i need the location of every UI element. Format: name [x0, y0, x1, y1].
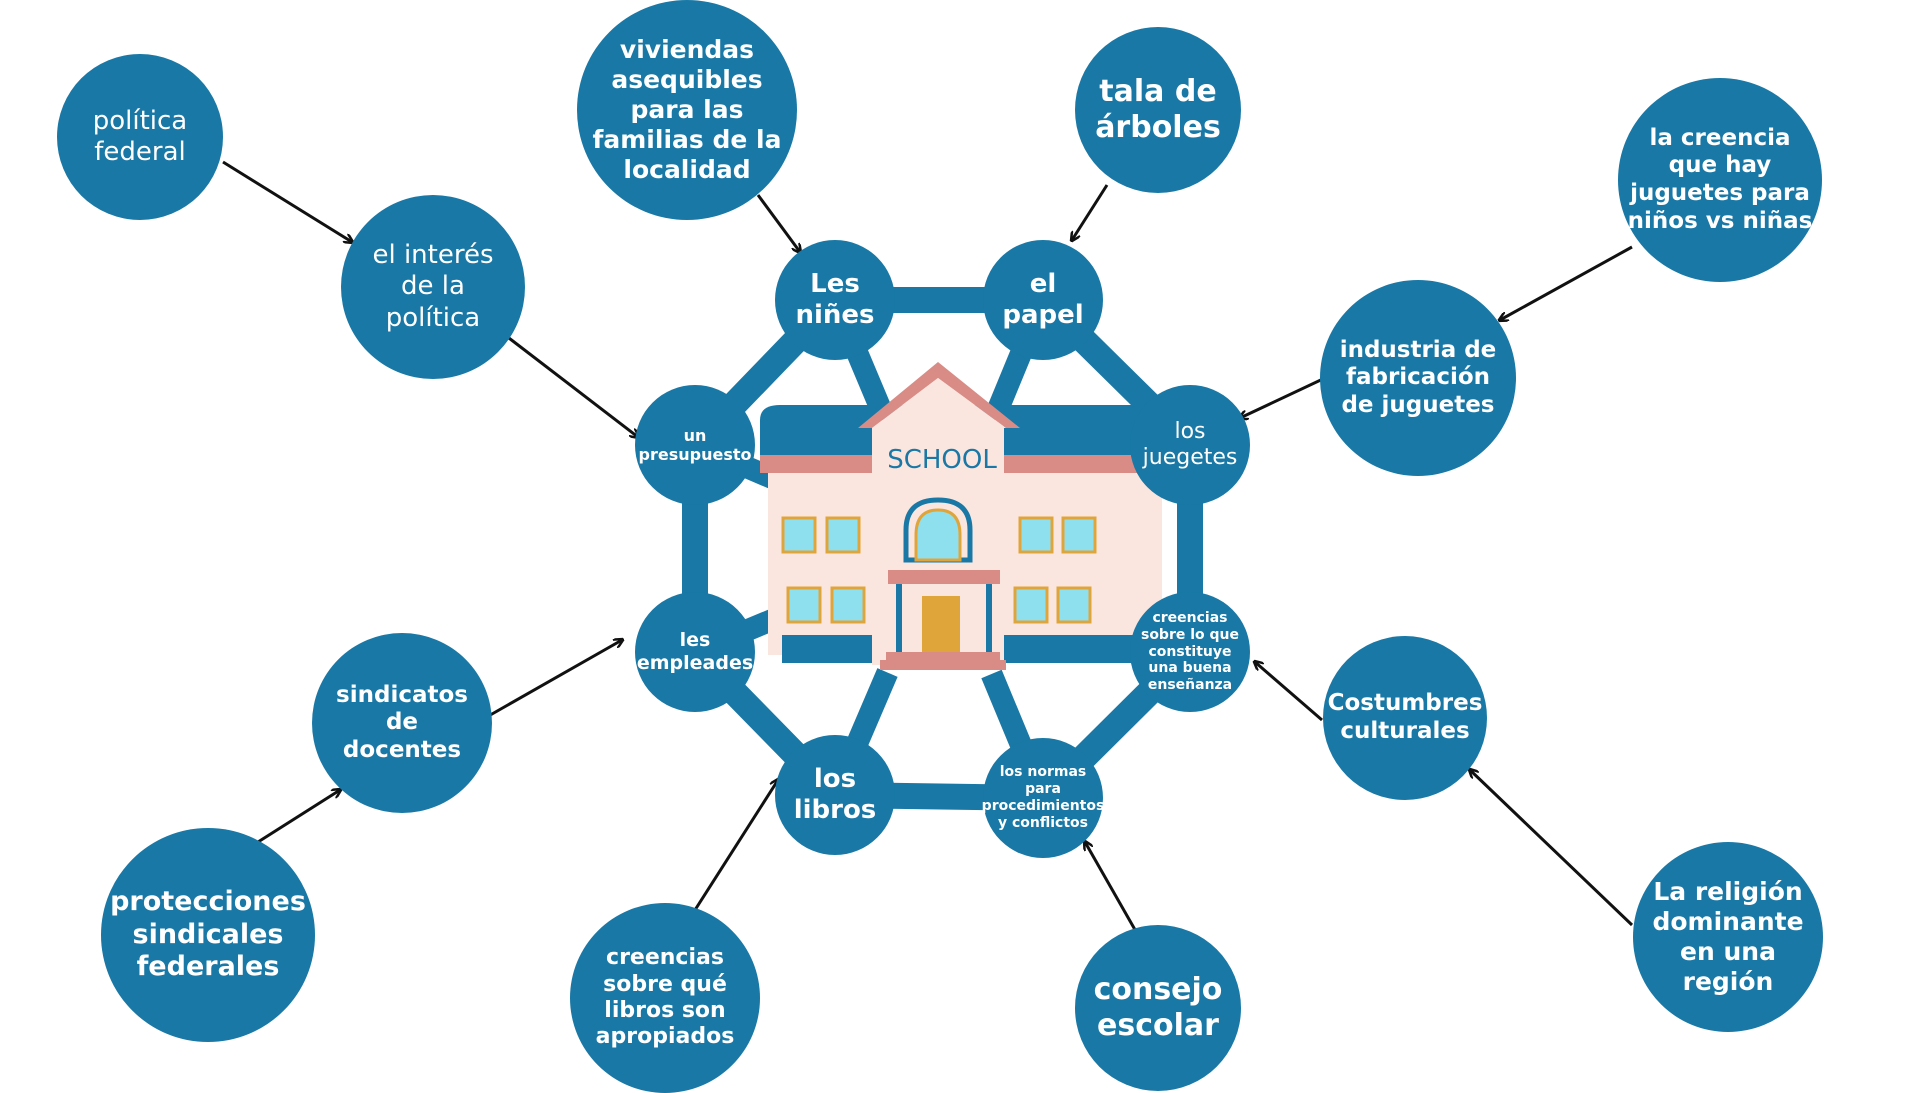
arrow-costumbres-to-creencias-ensenanza: [1255, 662, 1323, 722]
outer-node-label: Costumbres culturales: [1327, 690, 1483, 744]
outer-node-label: la creencia que hay juguetes para niños …: [1627, 124, 1813, 234]
outer-node-tala: tala de árboles: [1075, 27, 1241, 193]
ring-node-empleados: les empleades: [635, 592, 755, 712]
ring-node-label: un presupuesto: [638, 425, 752, 464]
ring-node-label: les empleades: [636, 629, 754, 674]
ring-node-label: los juegetes: [1142, 418, 1238, 470]
outer-node-sindicatos: sindicatos de docentes: [312, 633, 492, 813]
outer-node-consejo: consejo escolar: [1075, 925, 1241, 1091]
ring-node-label: creencias sobre lo que constituye una bu…: [1140, 610, 1240, 694]
arrow-politica-federal-to-interes-politica: [222, 160, 352, 242]
ring-node-label: los libros: [793, 763, 877, 825]
outer-node-viviendas: viviendas asequibles para las familias d…: [577, 0, 797, 220]
ring-node-normas: los normas para procedimientos y conflic…: [981, 738, 1105, 858]
outer-node-label: protecciones sindicales federales: [110, 886, 306, 983]
school-sign: SCHOOL: [887, 445, 997, 475]
outer-node-label: política federal: [92, 105, 188, 167]
arrow-viviendas-to-ninos: [756, 194, 800, 252]
outer-node-creencia-juguetes: la creencia que hay juguetes para niños …: [1618, 78, 1822, 282]
ring-node-papel: el papel: [983, 240, 1103, 360]
arrow-consejo-to-normas: [1085, 842, 1140, 936]
outer-node-religion: La religión dominante en una región: [1633, 842, 1823, 1032]
outer-node-creencias-libros: creencias sobre qué libros son apropiado…: [570, 903, 760, 1093]
outer-node-costumbres: Costumbres culturales: [1323, 636, 1487, 800]
outer-node-protecciones: protecciones sindicales federales: [101, 828, 315, 1042]
ring-node-juguetes: los juegetes: [1130, 385, 1250, 505]
arrow-creencias-libros-to-libros: [693, 780, 778, 911]
outer-node-label: sindicatos de docentes: [336, 681, 468, 763]
outer-node-interes-politica: el interés de la política: [341, 195, 525, 379]
outer-node-label: consejo escolar: [1093, 972, 1223, 1043]
arrow-religion-to-costumbres: [1470, 770, 1634, 927]
ring-node-label: Les niñes: [795, 268, 875, 330]
arrow-industria-to-juguetes: [1240, 376, 1326, 418]
ring-node-libros: los libros: [775, 735, 895, 855]
outer-node-industria: industria de fabricación de juguetes: [1320, 280, 1516, 476]
outer-node-label: el interés de la política: [372, 240, 494, 333]
ring-node-label: el papel: [1002, 268, 1084, 330]
outer-node-label: creencias sobre qué libros son apropiado…: [595, 945, 735, 1050]
outer-node-politica-federal: política federal: [57, 54, 223, 220]
outer-node-label: La religión dominante en una región: [1652, 877, 1804, 996]
outer-node-label: tala de árboles: [1095, 74, 1221, 145]
outer-node-label: viviendas asequibles para las familias d…: [592, 35, 782, 184]
outer-node-label: industria de fabricación de juguetes: [1339, 336, 1497, 418]
arrow-creencia-juguetes-to-industria: [1500, 245, 1633, 320]
arrow-interes-politica-to-presupuesto: [504, 333, 638, 437]
arrow-tala-to-papel: [1072, 184, 1109, 240]
ring-node-label: los normas para procedimientos y conflic…: [981, 764, 1105, 831]
arrow-sindicatos-to-empleados: [484, 640, 622, 720]
ring-node-presupuesto: un presupuesto: [635, 385, 755, 505]
school-building-illustration: SCHOOL: [760, 362, 1170, 670]
ring-node-creencias-ensenanza: creencias sobre lo que constituye una bu…: [1130, 592, 1250, 712]
arrow-protecciones-to-sindicatos: [257, 790, 340, 844]
ring-node-ninos: Les niñes: [775, 240, 895, 360]
